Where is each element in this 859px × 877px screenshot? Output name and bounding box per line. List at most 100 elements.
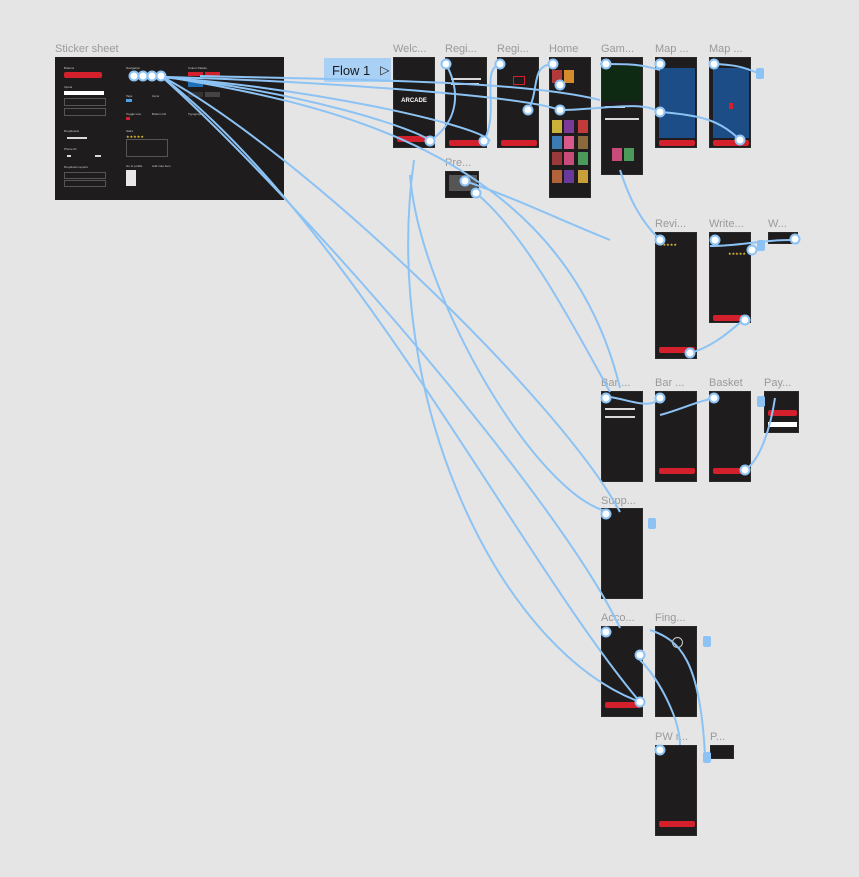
frame-label-w[interactable]: W... (768, 218, 787, 230)
map-marker (729, 103, 733, 109)
game-tile (578, 170, 588, 183)
flow-label: Flow 1 (332, 62, 371, 78)
colour-palette-heading: Colour Palette (188, 66, 208, 70)
frame-welcome[interactable]: ARCADE (393, 57, 435, 148)
link-target-tab[interactable] (703, 752, 711, 763)
sticker-sheet-frame[interactable]: Buttons Inputs Dropdowns Phone ID Dropdo… (55, 57, 284, 200)
fingerprint-icon (672, 637, 683, 648)
inputs-heading: Inputs (64, 85, 73, 89)
phone-id-heading: Phone ID (64, 147, 77, 151)
frame-w[interactable] (768, 232, 798, 244)
frame-label-preview[interactable]: Pre... (445, 157, 472, 169)
frame-label-register1[interactable]: Regi... (445, 43, 477, 55)
frame-label-fingerprint[interactable]: Fing... (655, 612, 686, 624)
register2-cta (501, 140, 537, 146)
sample-input-3 (64, 108, 106, 116)
frame-register1[interactable] (445, 57, 487, 148)
frame-preview[interactable] (445, 171, 479, 198)
frame-label-account[interactable]: Acco... (601, 612, 635, 624)
basket-cta (713, 468, 749, 474)
frame-map2[interactable] (709, 57, 751, 148)
frame-write[interactable]: ★★★★★ (709, 232, 751, 323)
game-screenshot (602, 66, 642, 101)
frame-bar1[interactable] (601, 391, 643, 482)
reviews-cta (659, 347, 695, 353)
bar-line (605, 408, 635, 410)
frame-label-reviews[interactable]: Revi... (655, 218, 687, 230)
game-tile (564, 120, 574, 133)
swatch-dark-2 (205, 92, 220, 97)
button-go-heading: Button GO (152, 112, 167, 116)
link-line (689, 319, 746, 354)
game-line (605, 106, 625, 108)
link-line (409, 174, 611, 513)
game-tile (552, 136, 562, 149)
frame-label-map2[interactable]: Map ... (709, 43, 743, 55)
game-tile (552, 170, 562, 183)
navigation-heading: Navigation (126, 66, 141, 70)
frame-label-pw[interactable]: PW r... (655, 731, 688, 743)
game-tile (564, 136, 574, 149)
frame-reviews[interactable]: ★★★★★ (655, 232, 697, 359)
frame-label-register2[interactable]: Regi... (497, 43, 529, 55)
frame-label-write[interactable]: Write... (709, 218, 744, 230)
frame-pay[interactable] (764, 391, 799, 433)
icons-heading: Icons (152, 94, 160, 98)
frame-label-game[interactable]: Gam... (601, 43, 635, 55)
link-target-tab[interactable] (757, 396, 765, 407)
frame-label-p[interactable]: P... (710, 731, 726, 743)
frame-account[interactable] (601, 626, 643, 717)
link-line (619, 169, 661, 241)
dropdown-line (67, 137, 87, 139)
sticker-sheet-label[interactable]: Sticker sheet (55, 43, 119, 55)
frame-label-basket[interactable]: Basket (709, 377, 743, 389)
link-target-tab[interactable] (703, 636, 711, 647)
report-box-2 (64, 180, 106, 187)
phone-line-2 (95, 155, 101, 157)
game-tile (552, 152, 562, 165)
map1-cta (659, 140, 695, 146)
flow-start-button[interactable]: Flow 1 ▷ (324, 58, 391, 82)
link-target-tab[interactable] (757, 240, 765, 251)
sample-input (64, 91, 104, 95)
toggle-sample (126, 117, 130, 120)
frame-home[interactable] (549, 57, 591, 198)
frame-p[interactable] (710, 745, 734, 759)
game-tile (552, 120, 562, 133)
tag-sample (126, 99, 132, 102)
toggle-heading: Toggle Live (126, 112, 142, 116)
add-note-heading: Add note item (152, 164, 171, 168)
link-target-tab[interactable] (648, 518, 656, 529)
frame-register2[interactable] (497, 57, 539, 148)
frame-label-bar2[interactable]: Bar ... (655, 377, 685, 389)
frame-label-home[interactable]: Home (549, 43, 579, 55)
link-target-tab[interactable] (756, 68, 764, 79)
sample-button (64, 72, 102, 78)
frame-game[interactable] (601, 57, 643, 175)
game-tile (564, 70, 574, 83)
frame-label-support[interactable]: Supp... (601, 495, 636, 507)
map2-cta (713, 140, 749, 146)
frame-label-map1[interactable]: Map ... (655, 43, 689, 55)
pay-cta (768, 410, 797, 416)
stars-card (126, 139, 168, 157)
frame-bar2[interactable] (655, 391, 697, 482)
frame-label-bar1[interactable]: Bar ... (601, 377, 631, 389)
frame-support[interactable] (601, 508, 643, 599)
game-thumb (612, 148, 622, 161)
game-tile (564, 152, 574, 165)
typography-heading: Typography (188, 112, 204, 116)
frame-fingerprint[interactable] (655, 626, 697, 717)
frame-label-welcome[interactable]: Welc... (393, 43, 427, 55)
frame-basket[interactable] (709, 391, 751, 482)
frame-pw[interactable] (655, 745, 697, 836)
game-tile (578, 152, 588, 165)
swatch-red (188, 72, 203, 76)
review-stars: ★★★★★ (659, 242, 677, 247)
register-cta (449, 140, 485, 146)
frame-map1[interactable] (655, 57, 697, 148)
buttons-heading: Buttons (64, 66, 75, 70)
go-to-profile-heading: Go to profile (126, 164, 143, 168)
frame-label-pay[interactable]: Pay... (764, 377, 792, 389)
link-line (475, 192, 611, 393)
